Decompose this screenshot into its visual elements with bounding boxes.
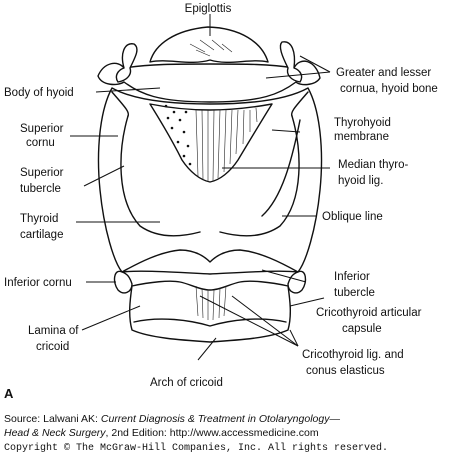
label-arch-of-cricoid: Arch of cricoid bbox=[150, 377, 223, 389]
label-greater-lesser-cornua-1: Greater and lesser bbox=[336, 67, 431, 79]
source-caption-line-1: Source: Lalwani AK: Current Diagnosis & … bbox=[4, 412, 340, 426]
source-prefix: Source: Lalwani AK: bbox=[4, 413, 101, 425]
label-median-thyrohyoid-2: hyoid lig. bbox=[338, 175, 383, 187]
larynx-anterior-view-diagram: Epiglottis Greater and lesser cornua, hy… bbox=[4, 3, 438, 400]
inferior-cornu-right-shape bbox=[287, 270, 307, 294]
label-median-thyrohyoid-1: Median thyro- bbox=[338, 159, 408, 171]
label-thyrohyoid-membrane-2: membrane bbox=[334, 131, 389, 143]
label-lamina-of-cricoid-2: cricoid bbox=[36, 341, 69, 353]
membrane-dots bbox=[164, 104, 192, 166]
leader-lines bbox=[70, 14, 331, 361]
source-title-2: Head & Neck Surgery bbox=[4, 427, 106, 439]
median-thyrohyoid-fibers bbox=[195, 107, 258, 182]
source-title-1: Current Diagnosis & Treatment in Otolary… bbox=[100, 413, 340, 425]
label-superior-cornu-1: Superior bbox=[20, 123, 64, 135]
label-inferior-cornu: Inferior cornu bbox=[4, 277, 72, 289]
hyoid-bone-shape bbox=[97, 60, 321, 103]
label-thyrohyoid-membrane-1: Thyrohyoid bbox=[334, 117, 391, 129]
label-superior-tubercle-2: tubercle bbox=[20, 183, 61, 195]
greater-cornu-left-shape bbox=[115, 43, 138, 83]
label-thyroid-cartilage-1: Thyroid bbox=[20, 213, 58, 225]
label-cricothyroid-lig-2: conus elasticus bbox=[306, 365, 385, 377]
label-superior-tubercle-1: Superior bbox=[20, 167, 64, 179]
copyright-text: Copyright © The McGraw-Hill Companies, I… bbox=[4, 443, 389, 454]
label-oblique-line: Oblique line bbox=[322, 211, 383, 223]
label-greater-lesser-cornua-2: cornua, hyoid bone bbox=[340, 83, 438, 95]
label-thyroid-cartilage-2: cartilage bbox=[20, 229, 63, 241]
label-inferior-tubercle-2: tubercle bbox=[334, 287, 375, 299]
source-suffix: , 2nd Edition: http://www.accessmedicine… bbox=[105, 427, 319, 439]
label-cricothyroid-lig-1: Cricothyroid lig. and bbox=[302, 349, 404, 361]
label-inferior-tubercle-1: Inferior bbox=[334, 271, 370, 283]
label-cricothyroid-capsule-2: capsule bbox=[342, 323, 382, 335]
epiglottis-shape bbox=[149, 26, 269, 63]
label-superior-cornu-2: cornu bbox=[26, 137, 55, 149]
cricothyroid-lig-fibers bbox=[195, 285, 227, 321]
label-epiglottis: Epiglottis bbox=[185, 3, 232, 15]
thyrohyoid-membrane-shape bbox=[149, 103, 273, 183]
source-caption-line-2: Head & Neck Surgery, 2nd Edition: http:/… bbox=[4, 426, 319, 440]
label-cricothyroid-capsule-1: Cricothyroid articular bbox=[316, 307, 422, 319]
copyright-line: Copyright © The McGraw-Hill Companies, I… bbox=[4, 442, 388, 456]
label-body-of-hyoid: Body of hyoid bbox=[4, 87, 74, 99]
inferior-cornu-left-shape bbox=[113, 270, 133, 294]
cricoid-cartilage-shape bbox=[129, 280, 291, 343]
label-lamina-of-cricoid-1: Lamina of bbox=[28, 325, 79, 337]
panel-letter: A bbox=[4, 386, 14, 400]
greater-cornu-right-shape bbox=[279, 41, 303, 83]
